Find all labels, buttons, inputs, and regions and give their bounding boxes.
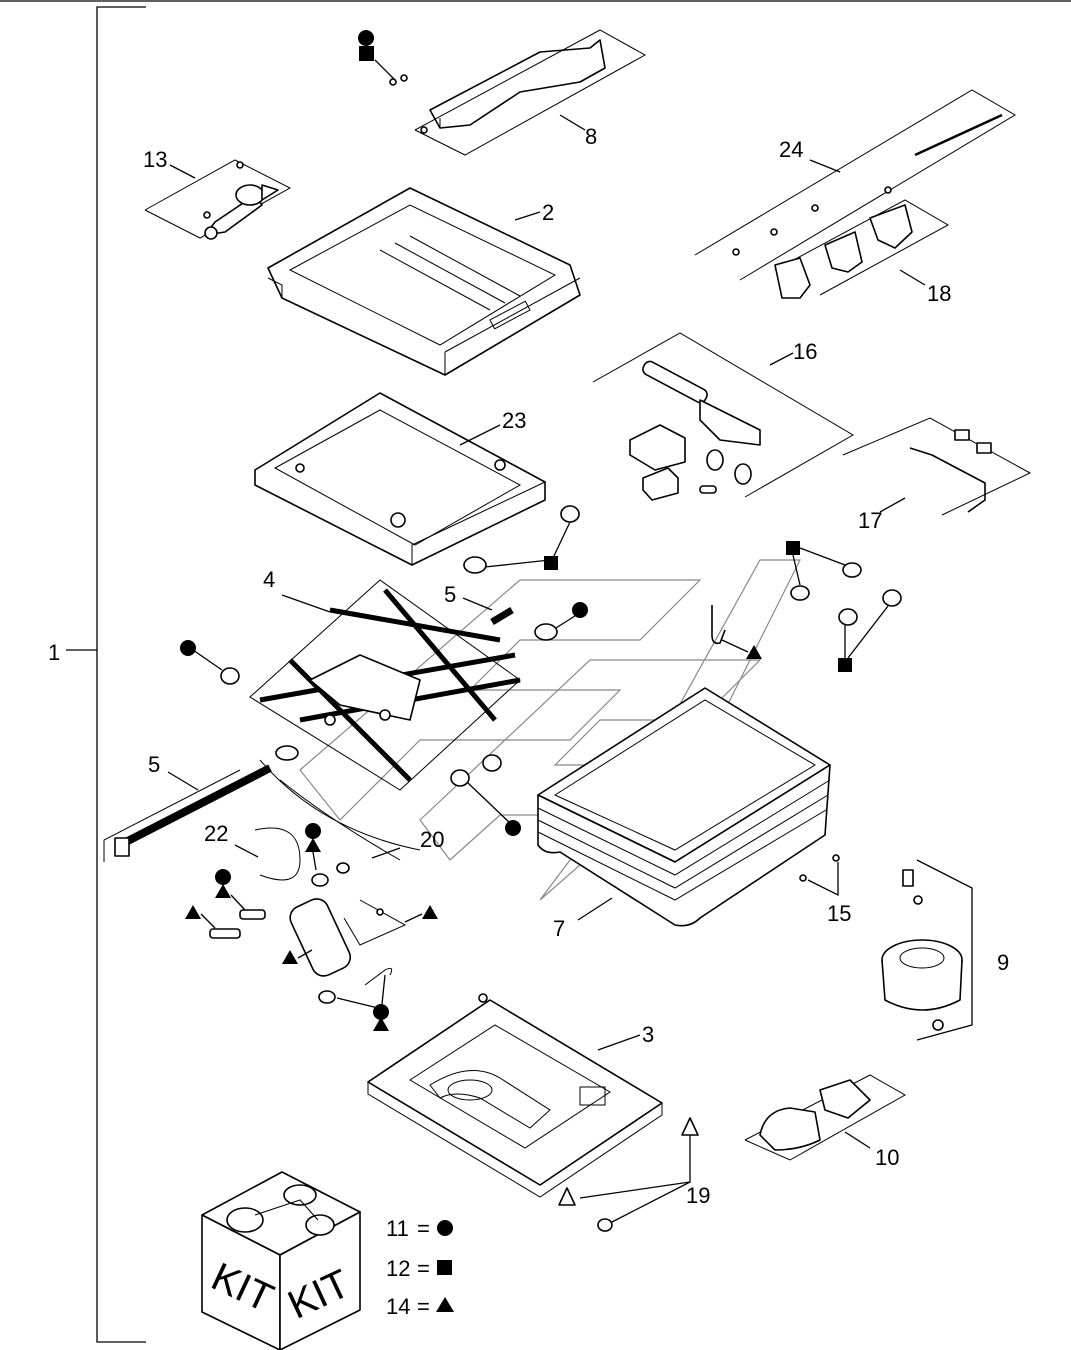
part-9-air-spring [881,859,973,1041]
callout-5-lower: 5 [148,752,160,777]
callout-2: 2 [542,200,554,225]
bushings-group [180,505,902,836]
part-5-rod-lower [103,745,299,862]
kit-legend: 11 = 12 = 14 = [386,1216,454,1319]
part-16-cylinder [592,332,854,501]
part-19-stoppers [558,1117,699,1232]
callout-9: 9 [997,950,1009,975]
part-15-screws [799,854,840,897]
callout-10: 10 [875,1145,899,1170]
callout-20: 20 [420,827,444,852]
part-22-damper [209,759,421,1004]
part-24-rod-kit [694,89,1016,281]
spring-hook [711,605,762,659]
callout-7: 7 [553,916,565,941]
legend-number-14: 14 [386,1294,410,1319]
circle-symbol-icon [437,1220,453,1236]
callout-16: 16 [793,339,817,364]
kit-box-illustration [201,1171,361,1350]
damper-markers [185,823,438,1031]
square-symbol-icon [437,1260,452,1275]
part-10-pump [744,1074,907,1161]
callout-8: 8 [585,124,597,149]
part-18-handles [774,199,950,299]
callout-4: 4 [263,567,275,592]
part-4-scissor-mechanism [249,579,521,791]
legend-eq-11: = [417,1216,430,1241]
part-8-bracket [374,29,647,156]
callout-5-upper: 5 [444,582,456,607]
part-8-markers [358,30,374,61]
legend-eq-14: = [417,1294,430,1319]
triangle-symbol-icon [436,1297,454,1312]
legend-number-12: 12 [386,1256,410,1281]
callout-18: 18 [927,281,951,306]
callout-17: 17 [858,508,882,533]
callout-22: 22 [204,821,228,846]
callout-23: 23 [502,408,526,433]
part-3-base-plate [367,993,663,1198]
part-13-actuator [144,159,292,240]
callout-13: 13 [143,147,167,172]
callout-24: 24 [779,137,803,162]
legend-eq-12: = [417,1256,430,1281]
callout-1: 1 [48,640,60,665]
part-5-pin-upper [462,597,514,626]
part-7-bellows [537,687,831,927]
callout-15: 15 [827,901,851,926]
part-23-lower-frame [254,392,546,566]
callout-19: 19 [686,1183,710,1208]
part-2-upper-frame [267,187,581,376]
assembly-bracket [66,6,146,1343]
part-17-lever-rod [842,417,1032,516]
callout-3: 3 [642,1022,654,1047]
legend-number-11: 11 [386,1216,409,1241]
callout-labels: 1 2 3 4 5 5 7 8 9 10 13 15 16 17 18 19 2… [48,124,1009,1208]
